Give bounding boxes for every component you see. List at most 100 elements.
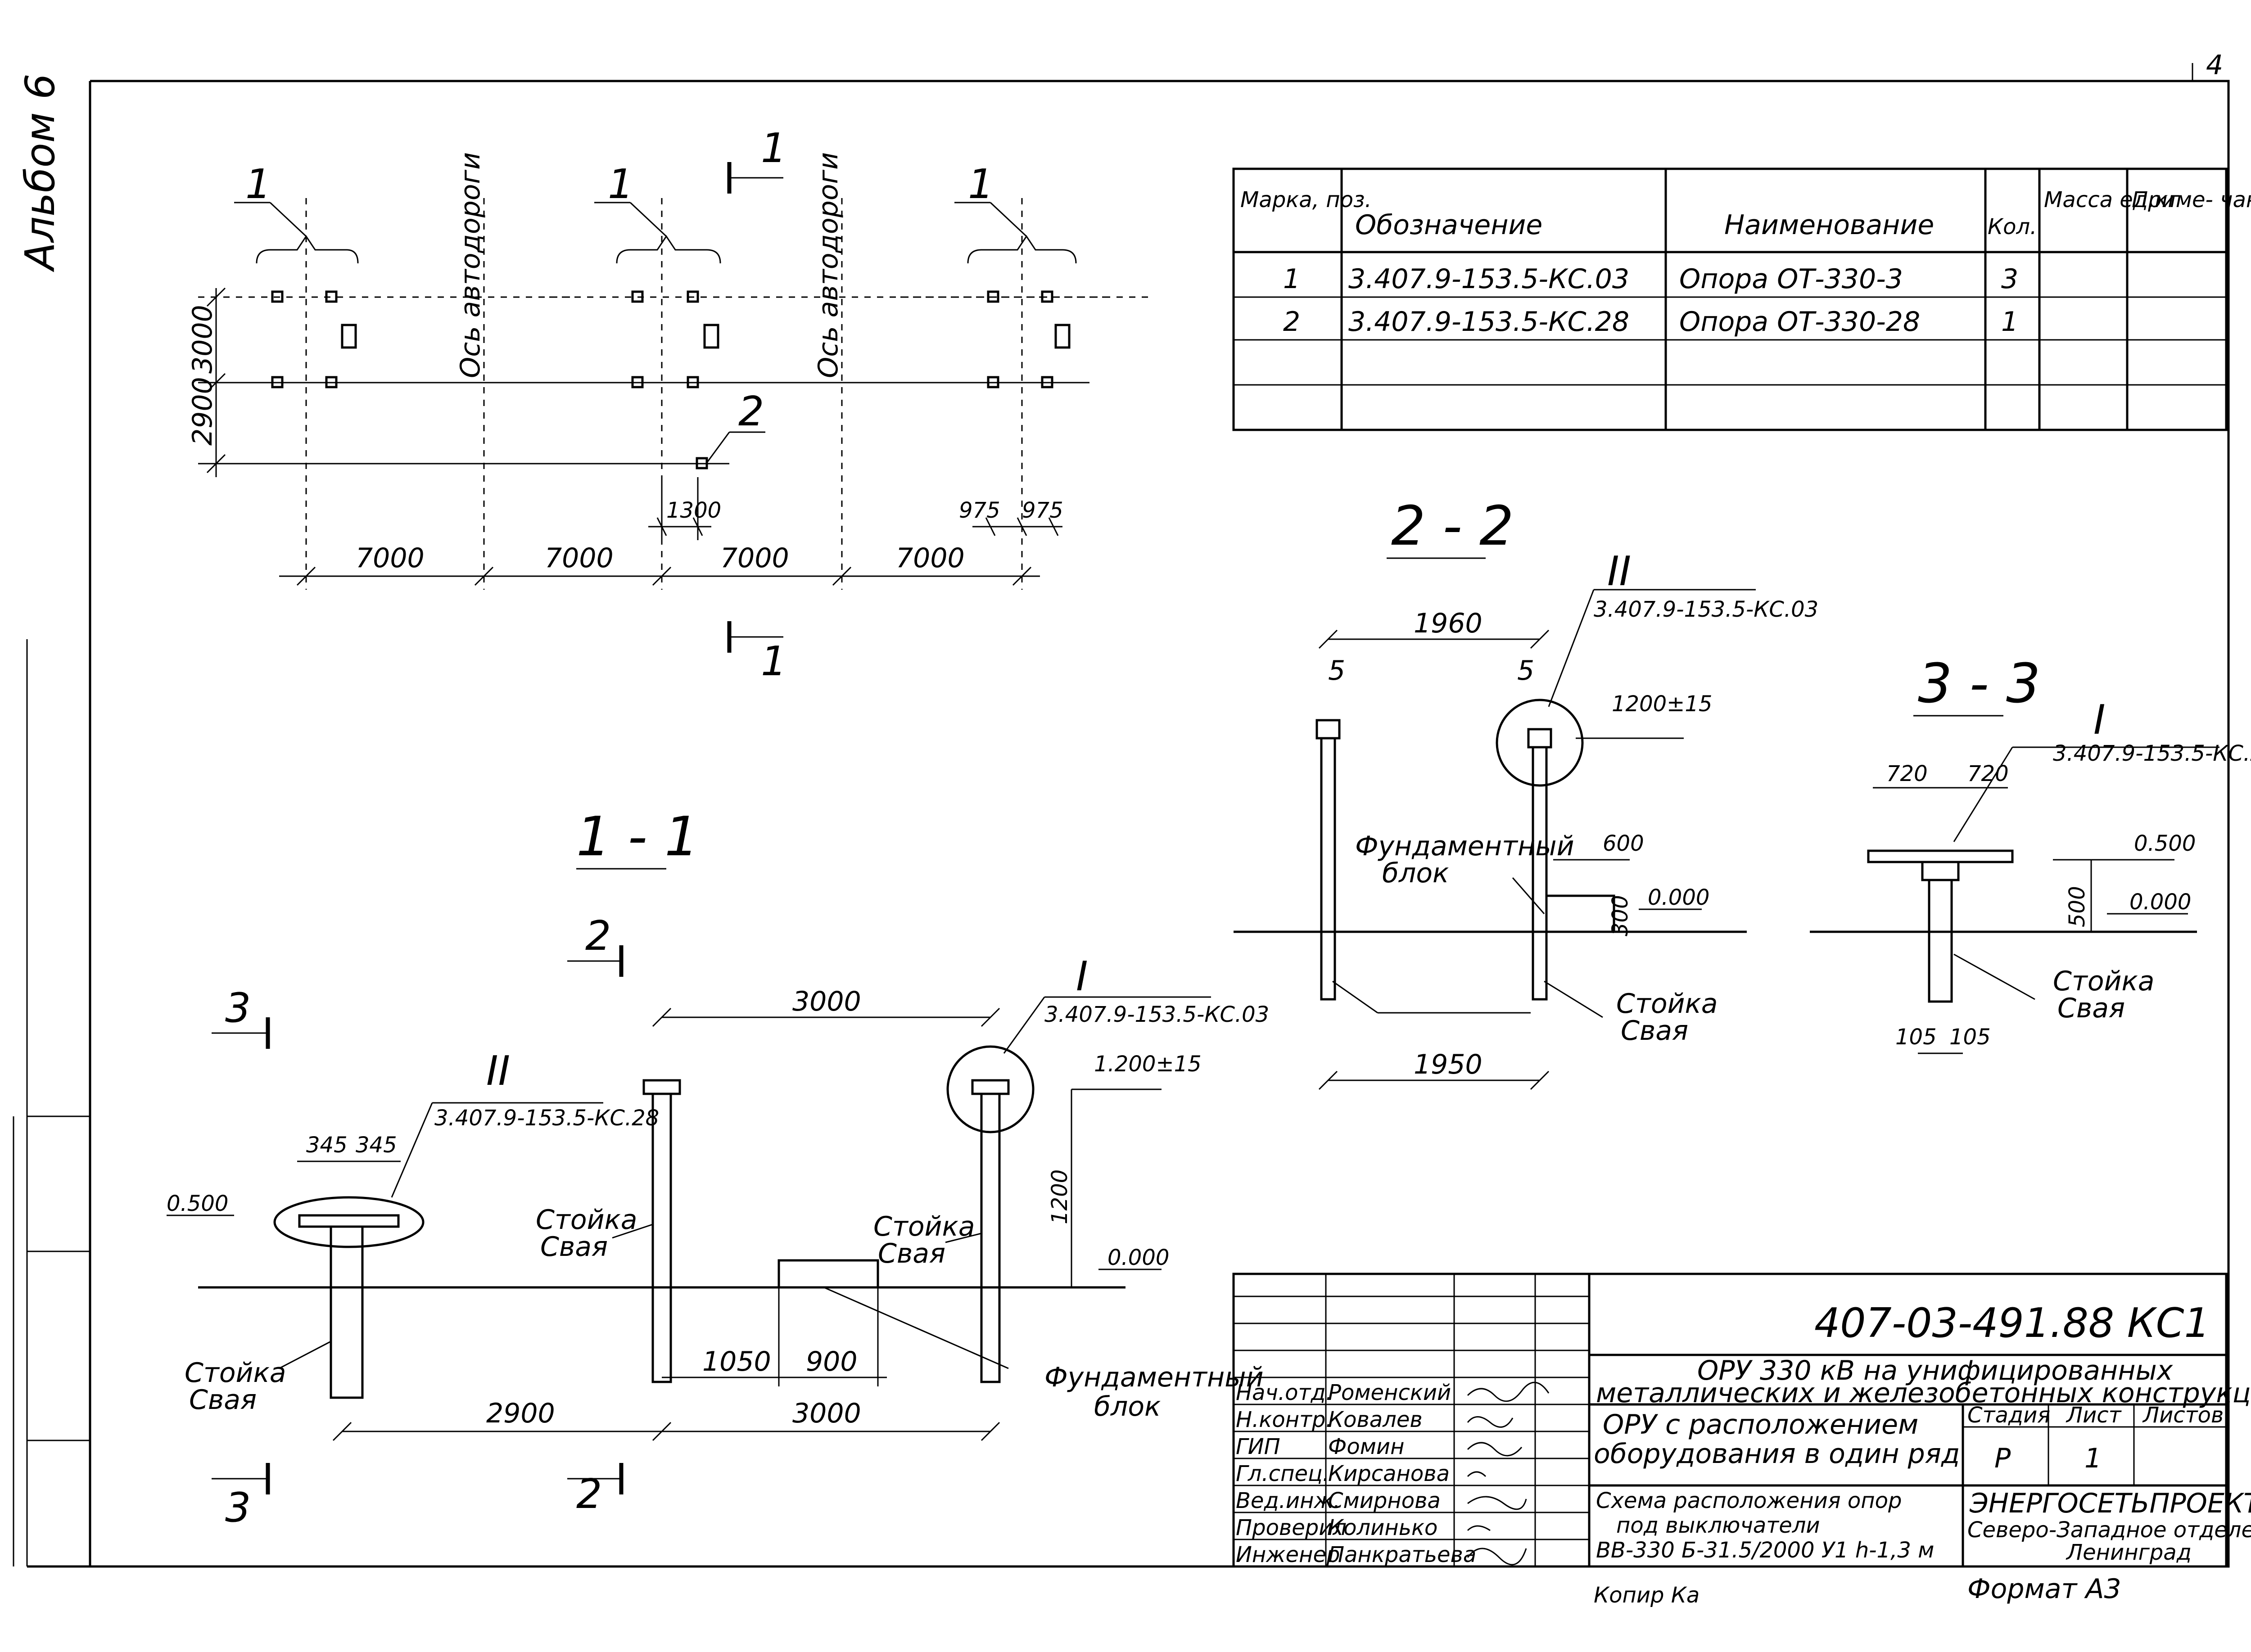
section11-node1: I	[1076, 953, 1088, 1000]
spec-row2-name: Опора ОТ-330-28	[1679, 306, 1920, 338]
spec-row1-qty: 3	[2001, 263, 2018, 295]
plan-dim-975-1: 975	[959, 498, 1000, 523]
role-7: Инженер	[1236, 1542, 1340, 1567]
spec-row1-name: Опора ОТ-330-3	[1679, 263, 1903, 295]
table-row: 2 3.407.9-153.5-КС.28 Опора ОТ-330-28 1	[1283, 306, 2018, 338]
subtitle-line1: ОРУ с расположением	[1603, 1409, 1918, 1440]
section11-mark2-top: 2	[585, 912, 611, 960]
plan-marker-1b: 1	[608, 161, 633, 208]
spec-header-mark: Марка, поз.	[1240, 187, 1372, 212]
section22-stoika: Стойка	[1616, 988, 1718, 1020]
page-number: 4	[2206, 50, 2223, 81]
section11-dim-900: 900	[806, 1346, 858, 1377]
name-5: Смирнова	[1328, 1488, 1441, 1513]
section11-node1-ref: 3.407.9-153.5-КС.03	[1044, 1002, 1269, 1027]
section33-dim-105a: 105	[1895, 1025, 1937, 1050]
section33-node: I	[2093, 696, 2106, 744]
plan-dim-7000-3: 7000	[720, 542, 789, 574]
section33-title: 3 - 3	[1918, 653, 2040, 715]
section11-fund2: блок	[1094, 1391, 1161, 1422]
spec-row1-designation: 3.407.9-153.5-КС.03	[1348, 263, 1629, 295]
side-label: Альбом 6	[17, 74, 64, 272]
spec-header-name: Наименование	[1724, 209, 1934, 241]
section11-mid-svaya: Свая	[540, 1231, 608, 1263]
section22-fund2: блок	[1382, 858, 1449, 889]
section22-dim-300: 300	[1608, 895, 1633, 936]
signatures-list: Нач.отд. Роменский Н.контр. Ковалев ГИП …	[1236, 1380, 1476, 1567]
role-3: ГИП	[1236, 1434, 1280, 1459]
plan-view: 1 1 1 2 Ось автодороги Ось автодороги 30…	[187, 125, 1153, 685]
section22-title: 2 - 2	[1391, 495, 1514, 558]
section22-svaya: Свая	[1621, 1015, 1688, 1047]
section22-node: II	[1607, 548, 1631, 595]
drawing-line1: Схема расположения опор	[1596, 1488, 1902, 1513]
plan-dim-3000: 3000	[187, 305, 218, 374]
section11-dim-345a: 345	[306, 1133, 348, 1158]
name-6: Колинько	[1328, 1515, 1437, 1540]
project-line1: ОРУ 330 кВ на унифицированных	[1697, 1355, 2173, 1386]
section11-fund1: Фундаментный	[1044, 1362, 1264, 1393]
sheets-header: Листов	[2142, 1403, 2224, 1428]
section11-dim-3000-top: 3000	[792, 986, 861, 1017]
section11-left-stoika: Стойка	[185, 1357, 286, 1389]
name-7: Панкратьева	[1328, 1542, 1476, 1567]
section22-dim-5a: 5	[1328, 655, 1345, 686]
plan-dim-1300: 1300	[666, 498, 721, 523]
table-row: 1 3.407.9-153.5-КС.03 Опора ОТ-330-3 3	[1283, 263, 2018, 295]
section33-elev-0500: 0.500	[2134, 831, 2196, 856]
plan-dim-975-2: 975	[1022, 498, 1063, 523]
section22-dim-5b: 5	[1517, 655, 1534, 686]
plan-dim-7000-1: 7000	[356, 542, 425, 574]
plan-marker-1c: 1	[968, 161, 994, 208]
section-1-1: 1 - 1 2 2 3 3 345 345 0.500 II 3.407.9-1…	[167, 806, 1269, 1531]
role-4: Гл.спец.	[1236, 1461, 1329, 1486]
signature-scribbles	[1467, 1381, 1550, 1566]
section33-dim-105b: 105	[1949, 1025, 1991, 1050]
section-2-2: 2 - 2 II 3.407.9-153.5-КС.03 1960 5 5 12…	[1234, 495, 1818, 1090]
section11-elev-0500: 0.500	[167, 1191, 228, 1216]
org-city: Ленинград	[2066, 1540, 2192, 1565]
road-axis-label-1: Ось автодороги	[455, 152, 486, 378]
sheet-frame	[13, 63, 2230, 1568]
spec-header-designation: Обозначение	[1355, 209, 1542, 241]
section33-dim-500: 500	[2065, 886, 2090, 927]
name-4: Кирсанова	[1328, 1461, 1450, 1486]
plan-dim-7000-2: 7000	[545, 542, 614, 574]
stage-value: Р	[1994, 1443, 2011, 1474]
project-line2: металлических и железобетонных конструкц…	[1596, 1377, 2251, 1409]
section33-svaya: Свая	[2057, 993, 2125, 1024]
spec-row2-designation: 3.407.9-153.5-КС.28	[1348, 306, 1629, 338]
spec-header-mass: Масса ед.кг	[2044, 187, 2179, 212]
role-2: Н.контр.	[1236, 1407, 1333, 1432]
section33-node-ref: 3.407.9-153.5-КС.28	[2053, 741, 2251, 766]
role-1: Нач.отд.	[1236, 1380, 1333, 1405]
section11-dim-2900: 2900	[486, 1398, 555, 1429]
section11-left-svaya: Свая	[189, 1384, 257, 1416]
name-2: Ковалев	[1328, 1407, 1423, 1432]
section33-stoika: Стойка	[2053, 966, 2155, 997]
org-name: ЭНЕРГОСЕТЬПРОЕКТ	[1969, 1488, 2251, 1519]
section11-dim-1050: 1050	[702, 1346, 771, 1377]
name-3: Фомин	[1328, 1434, 1404, 1459]
road-axis-label-2: Ось автодороги	[813, 152, 844, 378]
sheet-value: 1	[2084, 1443, 2102, 1474]
section11-dim-3000-bot: 3000	[792, 1398, 861, 1429]
section11-mid-svaya2: Свая	[878, 1238, 945, 1269]
section11-elev-0000: 0.000	[1107, 1245, 1169, 1270]
format-note: Формат А3	[1967, 1573, 2121, 1605]
subtitle-line2: оборудования в один ряд	[1594, 1438, 1960, 1470]
spec-header-note: Приме- чание	[2132, 187, 2251, 212]
section22-elev-1200: 1200±15	[1612, 691, 1712, 717]
doc-code: 407-03-491.88 КС1	[1814, 1300, 2210, 1347]
plan-section-mark-top: 1	[761, 125, 786, 172]
spec-row1-pos: 1	[1283, 263, 1300, 295]
section22-dim-1960: 1960	[1414, 608, 1483, 639]
section22-dim-1950: 1950	[1414, 1049, 1483, 1080]
section11-title: 1 - 1	[576, 806, 699, 868]
section11-mid-stoika2: Стойка	[873, 1211, 975, 1242]
spec-header-qty: Кол.	[1988, 214, 2037, 239]
section11-mark2-bottom: 2	[576, 1471, 602, 1518]
drawing-line3: ВВ-330 Б-31.5/2000 У1 h-1,3 м	[1596, 1538, 1934, 1563]
section11-dim-345b: 345	[356, 1133, 397, 1158]
